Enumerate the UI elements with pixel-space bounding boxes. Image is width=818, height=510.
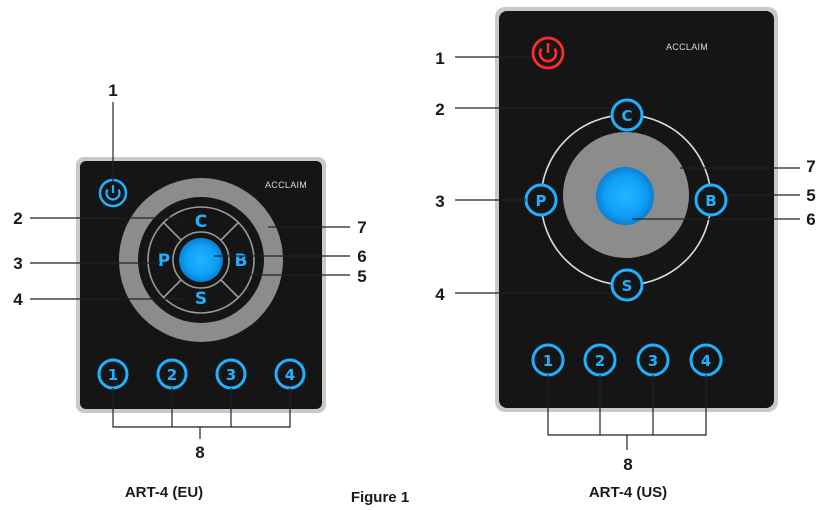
zone-label-4: 4 [701,352,711,370]
zone-label-2: 2 [595,352,605,370]
us-callout-4: 4 [435,285,445,304]
eu-callout-7: 7 [357,218,366,237]
power-icon[interactable] [531,36,565,70]
eu-callout-6: 6 [357,247,366,266]
us-callout-3: 3 [435,192,444,211]
zone-label-1: 1 [543,352,553,370]
eu-callout-1: 1 [108,81,117,100]
panel-us-brand: ACCLAIM [666,42,708,52]
us-callout-6: 6 [806,210,815,229]
speed-key: S [622,277,633,295]
brightness-key: B [705,192,716,210]
us-leader-lines [455,56,800,450]
speed-key[interactable]: S [195,289,207,309]
zone-label-3: 3 [648,352,658,370]
zone-label-2: 2 [167,366,177,384]
zone-label-3: 3 [226,366,236,384]
us-callout-8: 8 [623,455,632,474]
color-key: C [621,107,632,125]
us-callout-1: 1 [435,49,444,68]
eu-callout-2: 2 [13,209,22,228]
eu-callout-3: 3 [13,254,22,273]
eu-callout-4: 4 [13,290,23,309]
eu-callout-8: 8 [195,443,204,462]
zone-label-4: 4 [285,366,295,384]
program-key[interactable]: P [158,251,170,271]
eu-leader-lines [30,102,350,439]
center-button[interactable] [596,167,654,225]
brightness-key[interactable]: B [235,251,248,271]
panel-eu: ACCLAIM C P B S 1 [13,81,366,501]
speed-key-button[interactable] [610,268,644,302]
eu-model-label: ART-4 (EU) [125,484,203,501]
key-pad [147,206,255,314]
center-button[interactable] [179,238,223,282]
us-callout-7: 7 [806,157,815,176]
color-key-button[interactable] [610,98,644,132]
panel-us: ACCLAIM C P B S 1 2 3 4 [435,7,816,501]
brightness-key-button[interactable] [694,183,728,217]
panel-eu-brand: ACCLAIM [265,180,307,190]
us-model-label: ART-4 (US) [589,484,667,501]
color-key[interactable]: C [195,212,207,232]
us-callout-5: 5 [806,186,815,205]
zone-label-1: 1 [108,366,118,384]
figure-caption: Figure 1 [351,489,409,506]
us-callout-2: 2 [435,100,444,119]
program-key: P [536,192,547,210]
eu-callout-5: 5 [357,267,366,286]
